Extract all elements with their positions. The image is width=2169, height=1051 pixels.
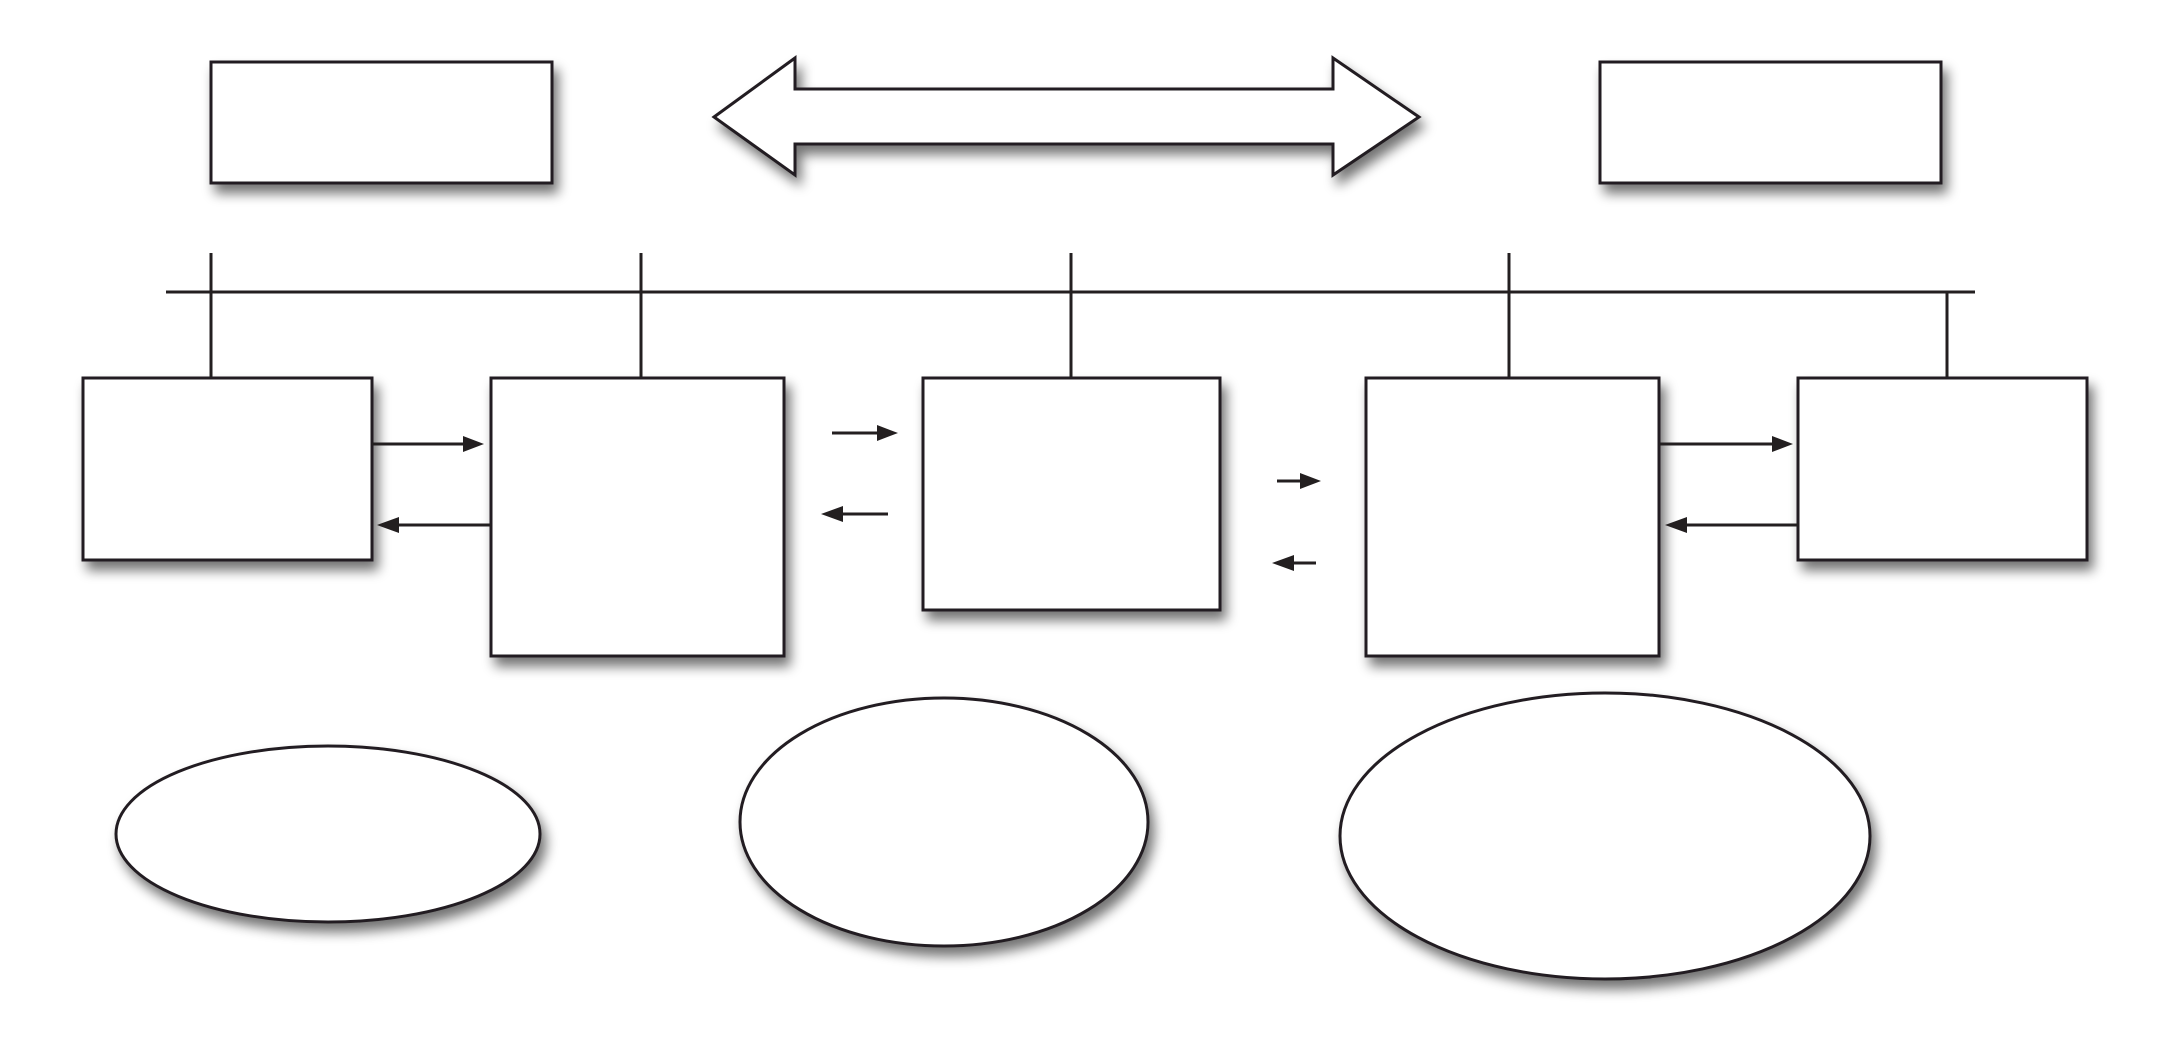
ellipse-3 [1338,691,1872,981]
node-box-2 [489,376,786,658]
ellipse-2 [738,696,1150,948]
flow-arrow-node4-to-node3 [1272,555,1316,571]
ellipse-1 [114,744,542,924]
header-box-right [1598,60,1943,185]
connection-bus [166,253,1975,378]
flow-arrow-node2-to-node1 [377,517,491,533]
node-box-1 [81,376,374,562]
double-headed-arrow [711,55,1422,178]
flow-arrow-node1-to-node2 [372,436,484,452]
header-box-left [209,60,554,185]
flow-arrow-node2-to-node3 [832,425,898,441]
flow-arrow-node4-to-node5 [1659,436,1793,452]
flow-arrow-node3-to-node4 [1277,473,1321,489]
flow-arrow-node5-to-node4 [1665,517,1798,533]
node-box-3 [921,376,1222,612]
flow-arrow-node3-to-node2 [821,506,888,522]
node-box-4 [1364,376,1661,658]
node-box-5 [1796,376,2089,562]
